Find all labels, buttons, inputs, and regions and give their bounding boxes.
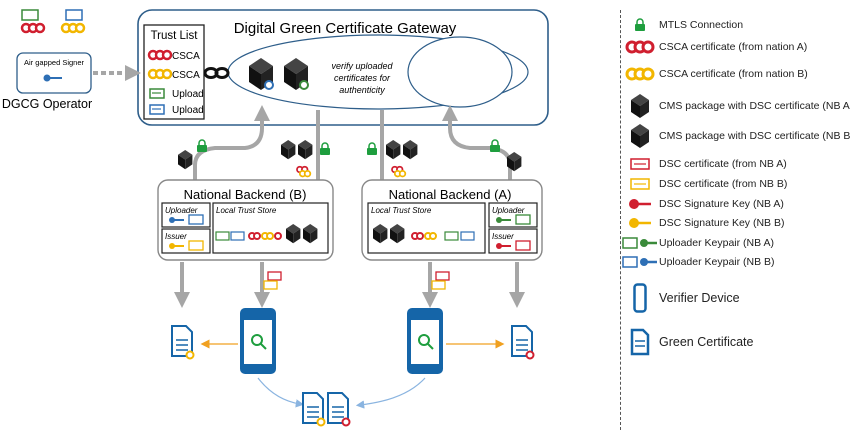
gateway-inner-circle xyxy=(407,36,513,108)
legend-label: CMS package with DSC certificate (NB B) xyxy=(659,130,850,142)
legend-label: MTLS Connection xyxy=(659,19,744,31)
verifier-device-icon xyxy=(240,308,276,374)
legend-row: Uploader Keypair (NB A) xyxy=(621,237,774,249)
legend-row: Green Certificate xyxy=(621,328,753,356)
upload-arrow-b xyxy=(193,105,270,183)
cms-package-icon xyxy=(284,58,309,90)
operator-label: DGCG Operator xyxy=(2,97,92,111)
legend-row: CMS package with DSC certificate (NB B) xyxy=(621,124,850,148)
legend-label: DSC certificate (from NB A) xyxy=(659,158,787,170)
gateway-title: Digital Green Certificate Gateway xyxy=(234,20,457,37)
green-certificate-icon xyxy=(327,392,351,427)
uploader-keypair-a-icon xyxy=(621,237,659,249)
csca-a-icon xyxy=(621,40,659,54)
green-certificate-icon xyxy=(171,325,195,360)
csca-b-icon xyxy=(621,67,659,81)
verifier-device-icon xyxy=(407,308,443,374)
legend-row: DSC certificate (from NB A) xyxy=(621,158,787,170)
device-b-to-certs-arrow xyxy=(257,377,305,408)
verify-line-2: certificates for xyxy=(334,73,391,83)
verify-line-3: authenticity xyxy=(339,85,385,95)
legend-label: CMS package with DSC certificate (NB A) xyxy=(659,100,850,112)
legend-row: CSCA certificate (from nation B) xyxy=(621,67,808,81)
dsc-key-b-icon xyxy=(169,240,204,251)
legend-row: CMS package with DSC certificate (NB A) xyxy=(621,94,850,118)
dsc-a-icon xyxy=(621,158,659,170)
lock-icon xyxy=(621,18,659,32)
legend-row: MTLS Connection xyxy=(621,18,743,32)
cms-package-icon xyxy=(403,140,418,160)
dsc-cert-pair-icon xyxy=(263,271,450,290)
csca-pair-icon xyxy=(391,165,407,178)
csca-b-icon xyxy=(147,68,173,80)
csca-a-icon xyxy=(147,49,173,61)
backend-a-trust-store xyxy=(367,202,486,254)
cms-package-b-icon xyxy=(621,124,659,148)
air-gapped-signer-box xyxy=(16,52,92,94)
csca-pair-icon xyxy=(296,165,312,178)
legend-row: DSC Signature Key (NB B) xyxy=(621,217,784,229)
legend-label: Uploader Keypair (NB A) xyxy=(659,237,774,249)
green-certificate-icon xyxy=(302,392,326,427)
verifier-device-icon xyxy=(621,283,659,313)
cms-package-icon xyxy=(249,58,274,90)
legend-label: DSC Signature Key (NB B) xyxy=(659,217,785,229)
legend-label: Green Certificate xyxy=(659,335,754,349)
green-certificate-icon xyxy=(621,328,659,356)
cms-package-a-icon xyxy=(621,94,659,118)
lock-icon xyxy=(490,139,500,152)
verify-line-1: verify uploaded xyxy=(331,61,393,71)
cms-package-icon xyxy=(386,140,401,160)
dsc-b-icon xyxy=(621,178,659,190)
legend-row: DSC Signature Key (NB A) xyxy=(621,198,784,210)
legend-row: DSC certificate (from NB B) xyxy=(621,178,787,190)
lock-icon xyxy=(197,139,207,152)
legend-label: Verifier Device xyxy=(659,291,740,305)
legend-label: Uploader Keypair (NB B) xyxy=(659,256,775,268)
air-gapped-signer-label: Air gapped Signer xyxy=(24,58,85,67)
trust-list-title: Trust List xyxy=(151,30,199,42)
device-a-to-certs-arrow xyxy=(355,377,426,409)
trust-list-item: Upload xyxy=(172,105,204,116)
green-certificate-icon xyxy=(511,325,535,360)
trust-list-item: CSCA xyxy=(172,51,200,62)
key-icon xyxy=(43,74,62,82)
trust-list-item: Upload xyxy=(172,89,204,100)
legend-row: Uploader Keypair (NB B) xyxy=(621,256,775,268)
backend-b-title: National Backend (B) xyxy=(184,187,307,202)
backend-b-trust-store-label: Local Trust Store xyxy=(216,206,277,215)
legend-label: CSCA certificate (from nation A) xyxy=(659,41,808,53)
backend-a-issuer-label: Issuer xyxy=(492,232,514,241)
chain-link-icon xyxy=(203,67,230,79)
operator-csca-icons xyxy=(20,9,86,34)
trust-list-item: CSCA xyxy=(172,70,200,81)
legend-row: Verifier Device xyxy=(621,283,740,313)
backend-b-uploader-label: Uploader xyxy=(165,206,198,215)
cms-package-icon xyxy=(178,150,193,170)
legend-row: CSCA certificate (from nation A) xyxy=(621,40,807,54)
backend-b-issuer-label: Issuer xyxy=(165,232,187,241)
backend-a-uploader-label: Uploader xyxy=(492,206,525,215)
uploader-keypair-a-icon xyxy=(496,214,531,225)
lock-icon xyxy=(320,142,330,155)
uploader-keypair-b-icon xyxy=(621,256,659,268)
cms-package-icon xyxy=(281,140,296,160)
legend: MTLS Connection CSCA certificate (from n… xyxy=(620,10,850,430)
legend-label: DSC Signature Key (NB A) xyxy=(659,198,784,210)
backend-a-title: National Backend (A) xyxy=(389,187,512,202)
legend-label: DSC certificate (from NB B) xyxy=(659,178,788,190)
dsc-key-a-icon xyxy=(496,240,531,251)
backend-a-trust-store-label: Local Trust Store xyxy=(371,206,432,215)
lock-icon xyxy=(367,142,377,155)
cms-package-icon xyxy=(298,140,313,160)
key-b-icon xyxy=(621,217,659,229)
uploader-keypair-b-icon xyxy=(169,214,204,225)
key-a-icon xyxy=(621,198,659,210)
legend-label: CSCA certificate (from nation B) xyxy=(659,68,808,80)
